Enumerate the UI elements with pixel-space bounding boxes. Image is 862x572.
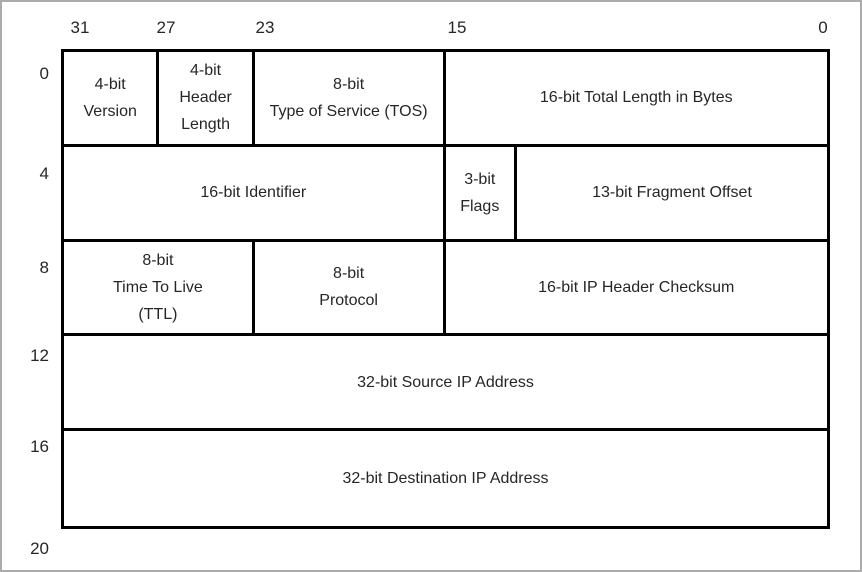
byte-offset-16: 16 (30, 437, 49, 456)
field-ttl: 8-bit Time To Live (TTL) (64, 241, 255, 337)
field-header-length: 4-bit Header Length (159, 52, 255, 147)
field-header-checksum: 16-bit IP Header Checksum (445, 242, 827, 337)
bit-label-15: 15 (447, 18, 467, 37)
bit-label-27: 27 (156, 18, 176, 37)
field-fragment-offset: 13-bit Fragment Offset (517, 147, 827, 242)
byte-offset-0: 0 (39, 64, 49, 83)
field-identifier: 16-bit Identifier (64, 146, 446, 242)
field-version: 4-bit Version (64, 52, 160, 147)
field-source-ip: 32-bit Source IP Address (64, 336, 827, 432)
field-protocol: 8-bit Protocol (254, 241, 446, 337)
field-flags: 3-bit Flags (445, 146, 518, 242)
bit-label-23: 23 (255, 18, 275, 37)
field-total-length: 16-bit Total Length in Bytes (445, 52, 827, 147)
bit-label-0: 0 (818, 18, 828, 37)
field-destination-ip: 32-bit Destination IP Address (342, 470, 549, 488)
byte-offset-20: 20 (30, 539, 49, 558)
field-type-of-service: 8-bit Type of Service (TOS) (254, 52, 446, 147)
byte-offset-12: 12 (30, 346, 49, 365)
byte-offset-8: 8 (39, 258, 49, 277)
byte-offset-4: 4 (39, 164, 49, 183)
bit-label-31: 31 (70, 18, 90, 37)
header-fields-table: 4-bit Version 4-bit Header Length 8-bit … (61, 49, 830, 529)
